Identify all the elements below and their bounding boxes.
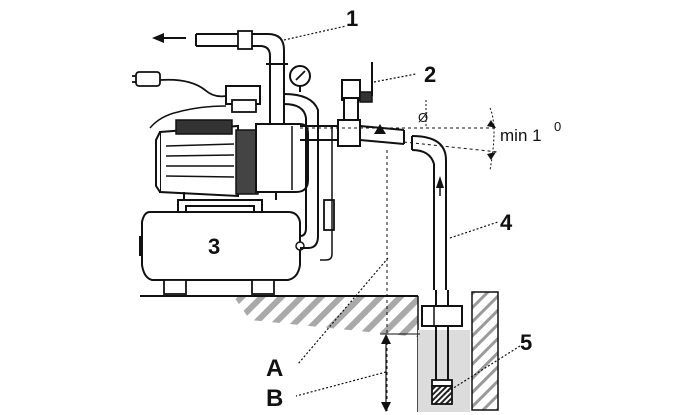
suction-inlet — [300, 119, 405, 147]
foot-valve-strainer — [431, 379, 453, 405]
callout-3: 3 — [208, 234, 220, 259]
outlet-pipe — [195, 30, 288, 124]
leader-lines — [283, 25, 521, 397]
callout-5: 5 — [520, 330, 532, 355]
callout-2: 2 — [424, 62, 436, 87]
flow-arrow-icon — [152, 33, 186, 43]
min-angle-label: min 1 — [500, 126, 542, 145]
pump-motor — [155, 119, 309, 200]
diameter-symbol: Ø — [418, 110, 428, 125]
label-a: A — [266, 355, 283, 382]
tank-connection-pipe — [283, 93, 335, 261]
check-valve — [341, 62, 373, 121]
callout-4: 4 — [500, 210, 513, 235]
dimension-b — [380, 333, 420, 412]
suction-pipe — [411, 135, 463, 384]
min-angle-degree: 0 — [554, 119, 561, 134]
pressure-switch — [132, 71, 261, 129]
level-reference — [300, 100, 499, 171]
pressure-tank — [139, 199, 305, 295]
label-b: B — [266, 385, 283, 412]
callout-1: 1 — [346, 6, 358, 31]
pressure-gauge-icon — [289, 65, 311, 92]
